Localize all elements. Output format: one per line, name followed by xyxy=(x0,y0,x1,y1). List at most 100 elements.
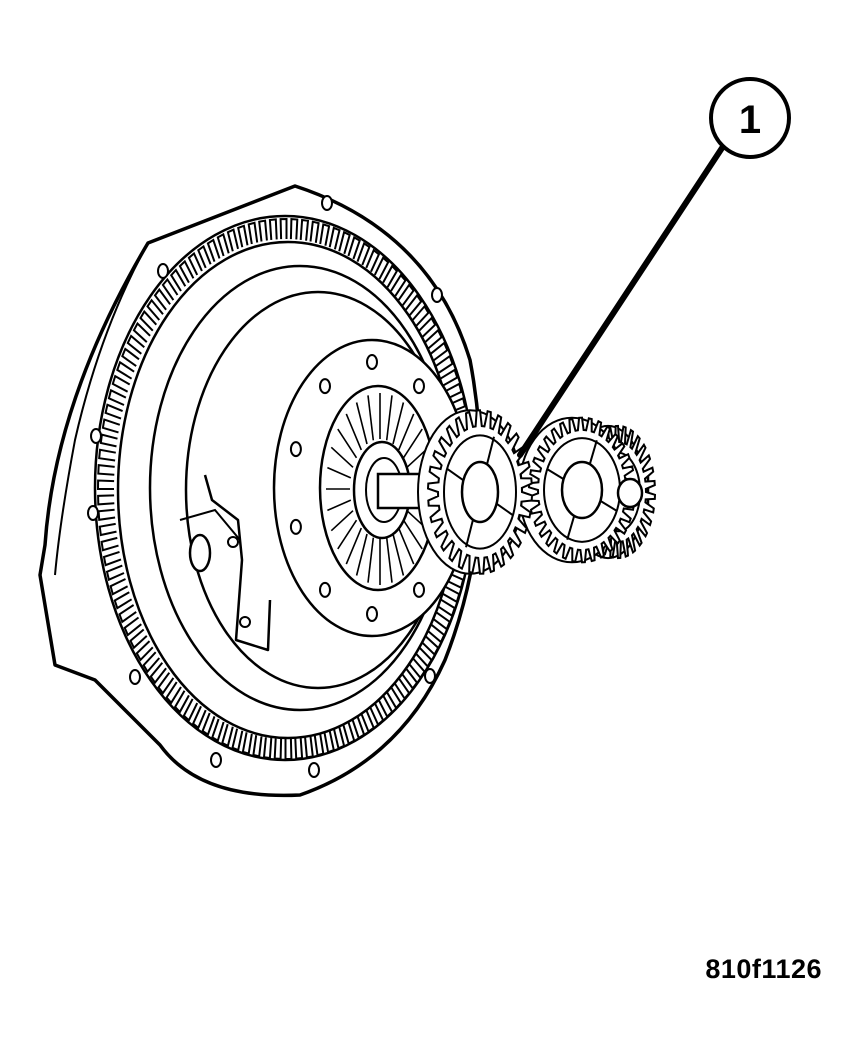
gear-spoke xyxy=(486,436,495,465)
flywheel-bolt-hole xyxy=(431,287,443,303)
ring-gear-tooth xyxy=(439,368,459,387)
cover-bolt xyxy=(366,354,378,370)
gear-spoke xyxy=(588,440,598,465)
cover-rivet xyxy=(239,616,251,628)
ring-gear-tooth xyxy=(102,550,122,567)
cover-bolt xyxy=(413,581,425,598)
ring-gear-tooth xyxy=(197,244,212,269)
ring-gear-tooth xyxy=(405,293,423,316)
ring-gear-tooth xyxy=(427,623,446,644)
ring-gear-tooth xyxy=(126,334,145,355)
ring-gear-tooth xyxy=(356,241,371,266)
ring-gear-tooth xyxy=(373,256,390,280)
flywheel-bolt-holes xyxy=(87,195,443,778)
ring-gear-tooth xyxy=(309,220,320,243)
ring-gear-tooth xyxy=(107,388,127,406)
ring-gear-tooth xyxy=(393,677,411,701)
ring-gear-tooth xyxy=(443,382,463,400)
cover-rivet xyxy=(227,536,239,548)
cover-bracket-lower xyxy=(179,508,241,541)
spring-finger xyxy=(367,537,375,583)
ring-gear-tooth xyxy=(142,651,161,674)
ring-gear-tooth xyxy=(146,298,164,321)
ring-gear-tooth xyxy=(284,738,293,761)
ring-gear-tooth xyxy=(221,723,234,748)
spring-finger xyxy=(397,413,415,451)
ring-gear-tooth xyxy=(401,667,419,691)
ring-gear-tooth xyxy=(135,640,154,662)
gear-spoke xyxy=(546,468,565,480)
gear-spoke xyxy=(599,500,618,512)
flywheel-bolt-hole xyxy=(87,505,99,521)
ring-gear-tooth xyxy=(342,721,356,746)
callout-circle xyxy=(709,77,791,159)
spring-finger xyxy=(397,527,415,565)
ring-gear-tooth xyxy=(328,226,341,250)
flywheel-bolt-hole xyxy=(129,669,141,685)
ring-gear-tooth xyxy=(347,235,361,260)
spring-finger xyxy=(385,395,393,441)
callout-number: 1 xyxy=(739,98,761,142)
gear-spoke xyxy=(566,515,576,540)
cover-bolt xyxy=(289,441,302,458)
gear-web xyxy=(443,434,517,550)
spring-finger xyxy=(355,402,368,445)
ring-gear-tooth xyxy=(98,522,117,537)
ring-gear-tooth xyxy=(153,287,171,311)
ring-gear-tooth xyxy=(333,726,346,750)
ring-gear-tooth xyxy=(169,268,187,292)
ring-gear-tooth xyxy=(408,657,426,680)
gear-hub xyxy=(460,460,500,524)
ring-gear-tooth xyxy=(418,316,437,338)
ring-gear-tooth xyxy=(100,536,119,552)
ring-gear-tooth xyxy=(98,448,116,462)
spring-finger xyxy=(345,413,363,451)
gear-spoke xyxy=(465,519,474,548)
ring-gear-tooth xyxy=(187,251,203,276)
ring-gear-tooth xyxy=(211,718,225,743)
ring-gear-tooth xyxy=(241,732,253,755)
ring-gear-tooth xyxy=(157,672,175,695)
ring-gear-tooth xyxy=(258,219,268,242)
spring-finger xyxy=(355,533,368,576)
flywheel-rim-edge xyxy=(54,242,149,576)
ring-gear-tooth xyxy=(252,735,263,758)
ring-gear-tooth xyxy=(178,259,195,284)
spring-finger xyxy=(402,519,423,550)
ring-gear-tooth xyxy=(338,230,351,255)
gear-spoke xyxy=(496,502,514,517)
ring-gear-tooth xyxy=(216,232,230,257)
dowel-hole xyxy=(188,533,212,573)
flywheel-bolt-hole xyxy=(90,428,102,444)
ring-gear-tooth xyxy=(129,628,148,650)
ring-gear-tooth xyxy=(397,283,415,306)
flywheel-bolt-hole xyxy=(308,762,320,778)
ring-gear-tooth xyxy=(390,273,407,297)
flywheel-bolt-hole xyxy=(321,195,333,211)
middle-gear xyxy=(518,416,637,564)
ring-gear-tooth xyxy=(226,228,239,252)
cover-bolt xyxy=(413,378,425,395)
ring-gear-tooth xyxy=(377,694,394,719)
ring-gear-tooth xyxy=(447,396,467,414)
spring-finger xyxy=(327,499,352,512)
ring-gear-tooth xyxy=(319,223,331,246)
ring-gear-tooth xyxy=(369,702,385,727)
cover-bolt xyxy=(319,378,331,395)
spring-finger xyxy=(337,519,358,550)
cover-bolt xyxy=(319,581,331,598)
gear-spoke xyxy=(446,467,464,482)
ring-gear-tooth xyxy=(437,598,456,618)
ring-gear-tooth xyxy=(149,662,167,685)
ring-gear-tooth xyxy=(382,264,399,288)
ring-gear-tooth xyxy=(247,221,259,245)
figure-code: 810f1126 xyxy=(705,954,822,984)
ring-gear-tooth xyxy=(421,635,440,657)
ring-gear-tooth xyxy=(206,238,221,262)
ring-gear-tooth xyxy=(116,360,135,380)
ring-gear-tooth xyxy=(132,321,151,343)
ring-gear-tooth xyxy=(231,728,244,752)
ring-gear-tooth xyxy=(109,578,129,596)
spring-finger xyxy=(327,466,352,479)
